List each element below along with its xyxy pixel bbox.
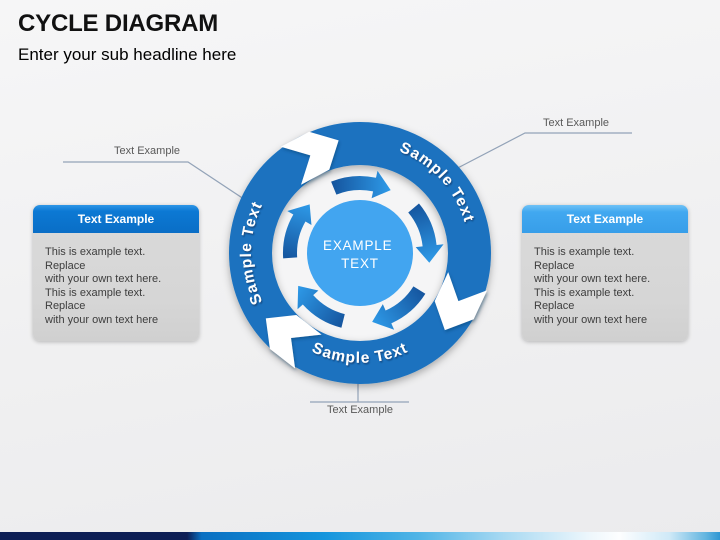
callout-line-top-left (63, 161, 269, 216)
footer-gradient-bar (0, 532, 720, 540)
center-circle (307, 200, 413, 306)
text-box-right-body: This is example text. Replace with your … (534, 246, 651, 326)
ring-chevrons (265, 131, 488, 369)
text-box-left: Text Example This is example text. Repla… (33, 205, 199, 341)
callout-label-top-right: Text Example (542, 117, 610, 129)
text-box-right-title: Text Example (522, 205, 688, 233)
cycle-arrow-bottom-right (372, 286, 426, 330)
inner-cycle-arrows (282, 170, 444, 330)
callout-label-top-left: Text Example (113, 145, 181, 157)
page-title: CYCLE DIAGRAM (18, 10, 219, 37)
chevron-arrow-bottom-left (265, 314, 322, 369)
cycle-ring (229, 122, 491, 384)
callout-line-top-right (449, 132, 632, 173)
text-box-left-title: Text Example (33, 205, 199, 233)
cycle-arrow-top (331, 170, 391, 199)
page-subtitle: Enter your sub headline here (18, 45, 237, 64)
cycle-arrow-right (408, 203, 444, 263)
callout-label-bottom: Text Example (326, 404, 394, 416)
text-box-right: Text Example This is example text. Repla… (522, 205, 688, 341)
text-box-left-body: This is example text. Replace with your … (45, 246, 162, 326)
center-label: EXAMPLE TEXT (323, 238, 397, 271)
cycle-arrow-left (282, 204, 312, 259)
chevron-arrow-right (434, 272, 488, 331)
cycle-arrow-bottom-left (297, 285, 345, 328)
chevron-arrow-top-left (280, 131, 339, 185)
